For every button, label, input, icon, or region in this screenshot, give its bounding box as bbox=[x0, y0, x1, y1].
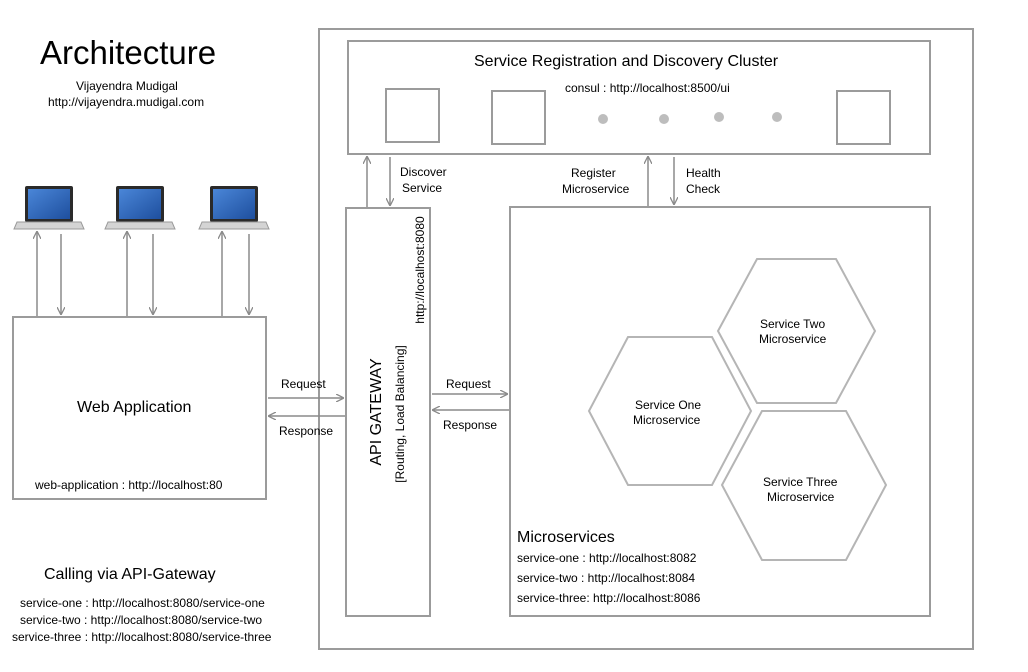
microservice-address: service-three: http://localhost:8086 bbox=[517, 591, 701, 605]
register-microservice-label: Microservice bbox=[562, 182, 630, 196]
service-one-label: Service One bbox=[635, 398, 702, 412]
cluster-node bbox=[385, 88, 440, 143]
web-application-box bbox=[12, 316, 267, 500]
discover-service-label: Discover bbox=[400, 165, 447, 179]
laptop-icon bbox=[198, 186, 270, 230]
cluster-node bbox=[491, 90, 546, 145]
laptop-icon bbox=[13, 186, 85, 230]
calling-route: service-three : http://localhost:8080/se… bbox=[12, 630, 272, 644]
health-check-label: Check bbox=[686, 182, 721, 196]
cluster-node bbox=[836, 90, 891, 145]
cluster-dot bbox=[598, 114, 608, 124]
page-title: Architecture bbox=[40, 34, 217, 71]
service-three-label: Service Three bbox=[763, 475, 838, 489]
author-name: Vijayendra Mudigal bbox=[76, 79, 178, 93]
calling-route: service-one : http://localhost:8080/serv… bbox=[20, 596, 265, 610]
web-application-address: web-application : http://localhost:80 bbox=[35, 478, 223, 492]
cluster-title: Service Registration and Discovery Clust… bbox=[474, 53, 779, 70]
cluster-dot bbox=[714, 112, 724, 122]
microservice-address: service-one : http://localhost:8082 bbox=[517, 551, 697, 565]
response-label: Response bbox=[279, 424, 334, 438]
calling-route: service-two : http://localhost:8080/serv… bbox=[20, 613, 263, 627]
discover-service-label: Service bbox=[402, 181, 443, 195]
microservices-box bbox=[509, 206, 931, 617]
api-gateway-box bbox=[345, 207, 431, 617]
microservices-title: Microservices bbox=[517, 529, 615, 546]
service-three-hexagon bbox=[720, 410, 888, 561]
service-two-label: Microservice bbox=[759, 332, 827, 346]
response-label: Response bbox=[443, 418, 498, 432]
service-two-hexagon bbox=[716, 258, 877, 404]
service-one-hexagon bbox=[587, 336, 753, 486]
discovery-cluster-box bbox=[347, 40, 931, 155]
laptop-icon bbox=[104, 186, 176, 230]
system-boundary bbox=[318, 28, 974, 650]
author-url: http://vijayendra.mudigal.com bbox=[48, 95, 205, 109]
service-one-label: Microservice bbox=[633, 413, 701, 427]
cluster-dot bbox=[772, 112, 782, 122]
consul-address: consul : http://localhost:8500/ui bbox=[565, 81, 730, 95]
service-two-label: Service Two bbox=[760, 317, 826, 331]
calling-title: Calling via API-Gateway bbox=[44, 566, 216, 583]
register-microservice-label: Register bbox=[571, 166, 616, 180]
cluster-dot bbox=[659, 114, 669, 124]
service-three-label: Microservice bbox=[767, 490, 835, 504]
health-check-label: Health bbox=[686, 166, 721, 180]
request-label: Request bbox=[281, 377, 326, 391]
web-application-title: Web Application bbox=[77, 399, 192, 416]
request-label: Request bbox=[446, 377, 491, 391]
microservice-address: service-two : http://localhost:8084 bbox=[517, 571, 696, 585]
